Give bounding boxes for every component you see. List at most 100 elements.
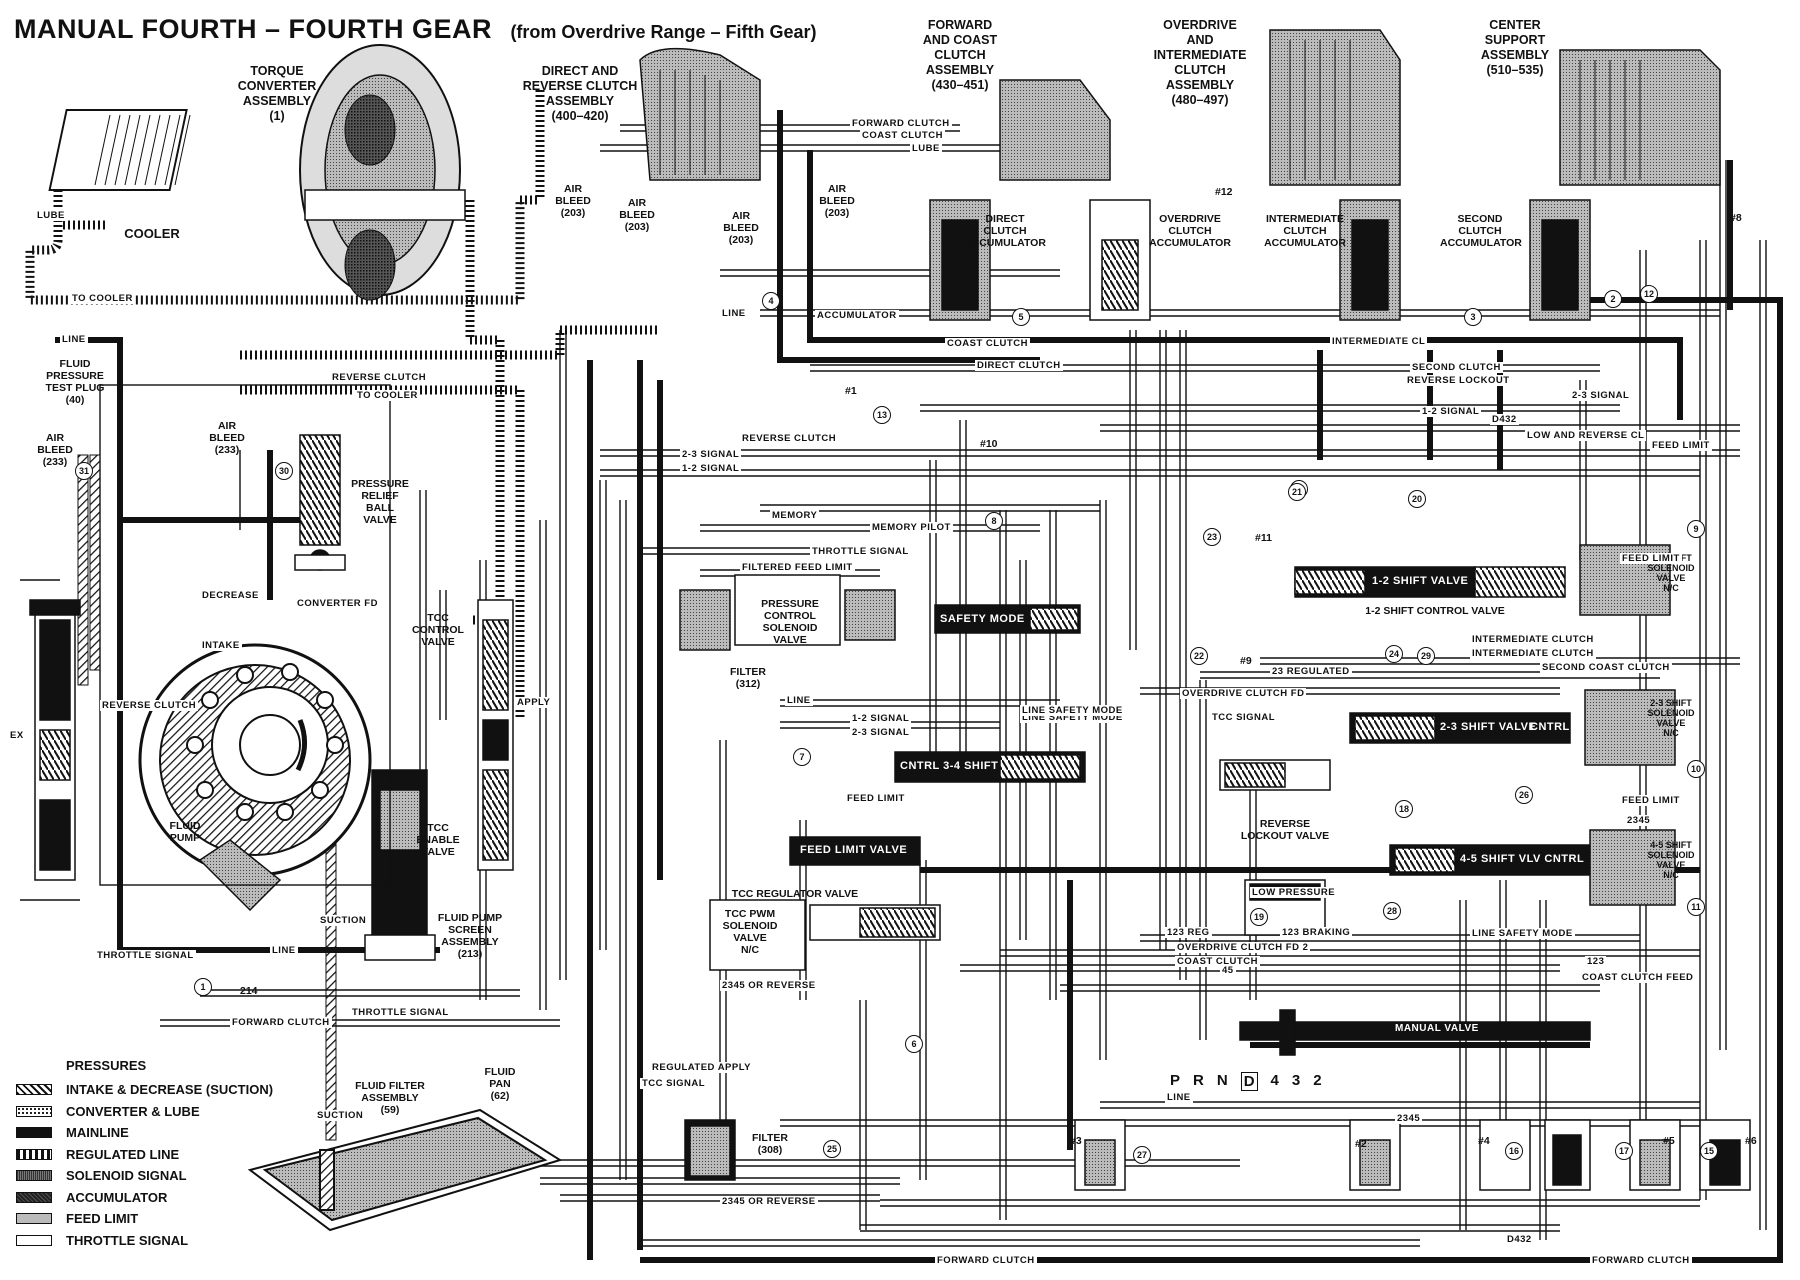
legend-swatch <box>16 1191 52 1203</box>
legend-label: THROTTLE SIGNAL <box>66 1232 189 1248</box>
callout-number: 31 <box>75 462 93 480</box>
callout-number: 8 <box>985 512 1003 530</box>
legend-row: INTAKE & DECREASE (SUCTION) <box>16 1079 273 1101</box>
ball-check-label: #5 <box>1663 1135 1675 1147</box>
line-label: DIRECT CLUTCH <box>975 360 1063 371</box>
line-label: LOW AND REVERSE CL <box>1525 430 1647 441</box>
line-label: 2-3 SIGNAL <box>680 449 742 460</box>
line-label: FORWARD CLUTCH <box>1590 1255 1692 1266</box>
air-bleed-233-left-label: AIR BLEED (233) <box>37 432 73 468</box>
pressure-control-solenoid <box>679 574 896 651</box>
solenoid-4-5-label: 4-5 SHIFT SOLENOID VALVE N/C <box>1647 840 1695 880</box>
filter-312-label: FILTER (312) <box>730 666 766 690</box>
callout-number: 16 <box>1505 1142 1523 1160</box>
line-label: 1-2 SIGNAL <box>680 463 742 474</box>
ball-check-label: #12 <box>1215 186 1233 198</box>
legend-swatch <box>16 1170 52 1182</box>
line-label: FEED LIMIT <box>1620 553 1682 564</box>
line-label: EX <box>8 730 26 741</box>
line-label: TCC SIGNAL <box>640 1078 708 1089</box>
line-label: INTERMEDIATE CLUTCH <box>1470 634 1596 645</box>
callout-number: 12 <box>1640 285 1658 303</box>
callout-number: 10 <box>1687 760 1705 778</box>
line-label: LINE <box>270 945 298 956</box>
ball-check-label: #7 <box>1555 1135 1567 1147</box>
title-main: MANUAL FOURTH – FOURTH GEAR <box>14 14 492 44</box>
legend-label: FEED LIMIT <box>66 1211 139 1227</box>
callout-number: 214 <box>240 985 258 997</box>
tcc-control-valve-label: TCC CONTROL VALVE <box>412 612 464 648</box>
callout-number: 17 <box>1615 1142 1633 1160</box>
manual-valve-label: MANUAL VALVE <box>1395 1023 1479 1034</box>
overdrive-clutch-accumulator-label: OVERDRIVE CLUTCH ACCUMULATOR <box>1149 213 1231 249</box>
line-label: FEED LIMIT <box>1620 795 1682 806</box>
callout-number: 1 <box>194 978 212 996</box>
legend-swatch <box>16 1234 52 1246</box>
line-label: LINE <box>1165 1092 1193 1103</box>
shift-2-3-valve-label: 2-3 SHIFT VALVE <box>1440 721 1537 733</box>
line-label: CONVERTER FD <box>295 598 380 609</box>
line-label: 2345 <box>1395 1113 1423 1124</box>
callout-number: 2 <box>1604 290 1622 308</box>
cooler <box>48 109 191 191</box>
filter-308-label: FILTER (308) <box>752 1132 788 1156</box>
reverse-lockout-valve-label: REVERSE LOCKOUT VALVE <box>1240 818 1330 842</box>
callout-number: 29 <box>1417 647 1435 665</box>
callout-number: 22 <box>1190 647 1208 665</box>
legend-row: FEED LIMIT <box>16 1208 273 1230</box>
line-label: 2-3 SIGNAL <box>850 727 912 738</box>
line-label: REVERSE CLUTCH <box>740 433 839 444</box>
legend-label: REGULATED LINE <box>66 1146 180 1162</box>
cooler-label: COOLER <box>124 226 180 241</box>
legend-row: ACCUMULATOR <box>16 1187 273 1209</box>
callout-number: 26 <box>1515 786 1533 804</box>
callout-number: 11 <box>1687 898 1705 916</box>
line-label: D432 <box>1505 1234 1534 1245</box>
fluid-pan-label: FLUID PAN (62) <box>484 1066 516 1102</box>
line-label: FEED LIMIT <box>1650 440 1712 451</box>
line-label: LINE SAFETY MODE <box>1020 705 1125 716</box>
clutch-plate-lines <box>659 40 1641 180</box>
legend-heading: PRESSURES <box>66 1058 147 1073</box>
selector-r: R <box>1193 1072 1204 1089</box>
direct-clutch-accumulator-label: DIRECT CLUTCH ACCUMULATOR <box>964 213 1046 249</box>
legend-row: REGULATED LINE <box>16 1144 273 1166</box>
line-label: OVERDRIVE CLUTCH FD <box>1180 688 1307 699</box>
ball-check-label: #3 <box>1070 1135 1082 1147</box>
line-label: FEED LIMIT <box>845 793 907 804</box>
ball-check-label: #2 <box>1355 1138 1367 1150</box>
line-label: REVERSE CLUTCH <box>100 700 199 711</box>
line-label: REVERSE LOCKOUT <box>1405 375 1512 386</box>
line-label: 2345 <box>1625 815 1653 826</box>
line-label: MEMORY <box>770 510 820 521</box>
callout-number: 9 <box>1687 520 1705 538</box>
line-label: SECOND COAST CLUTCH <box>1540 662 1672 673</box>
callout-number: 23 <box>1203 528 1221 546</box>
tcc-enable-valve-label: TCC ENABLE VALVE <box>416 822 460 858</box>
line-label: 23 REGULATED <box>1270 666 1352 677</box>
line-label: TO COOLER <box>70 293 135 304</box>
line-label: INTERMEDIATE CL <box>1330 336 1428 347</box>
line-label: FORWARD CLUTCH <box>935 1255 1037 1266</box>
legend-swatch <box>16 1105 52 1117</box>
line-label: SUCTION <box>318 915 369 926</box>
direct-reverse-clutch-label: DIRECT AND REVERSE CLUTCH ASSEMBLY (400–… <box>522 64 638 123</box>
shift-3-4-valve-label: CNTRL 3-4 SHIFT <box>900 760 999 772</box>
line-label: THROTTLE SIGNAL <box>810 546 911 557</box>
callout-number: 15 <box>1700 1142 1718 1160</box>
diagram-title: MANUAL FOURTH – FOURTH GEAR (from Overdr… <box>14 14 817 45</box>
line-label: OVERDRIVE CLUTCH FD 2 <box>1175 942 1311 953</box>
legend-label: ACCUMULATOR <box>66 1189 168 1205</box>
legend-swatch <box>16 1148 52 1160</box>
title-subtitle: (from Overdrive Range – Fifth Gear) <box>510 22 817 42</box>
line-label: FILTERED FEED LIMIT <box>740 562 855 573</box>
legend-label: MAINLINE <box>66 1125 129 1141</box>
line-label: THROTTLE SIGNAL <box>95 950 196 961</box>
line-label: 2-3 SIGNAL <box>1570 390 1632 401</box>
shift-2-3-cntrl-label: CNTRL <box>1530 721 1570 733</box>
fluid-pressure-test-plug-label: FLUID PRESSURE TEST PLUG (40) <box>45 358 105 406</box>
shift-4-5-valve-label: 4-5 SHIFT VLV CNTRL <box>1460 853 1585 865</box>
legend-label: SOLENOID SIGNAL <box>66 1168 187 1184</box>
second-clutch-accumulator-label: SECOND CLUTCH ACCUMULATOR <box>1440 213 1522 249</box>
line-label: 123 REG <box>1165 927 1212 938</box>
